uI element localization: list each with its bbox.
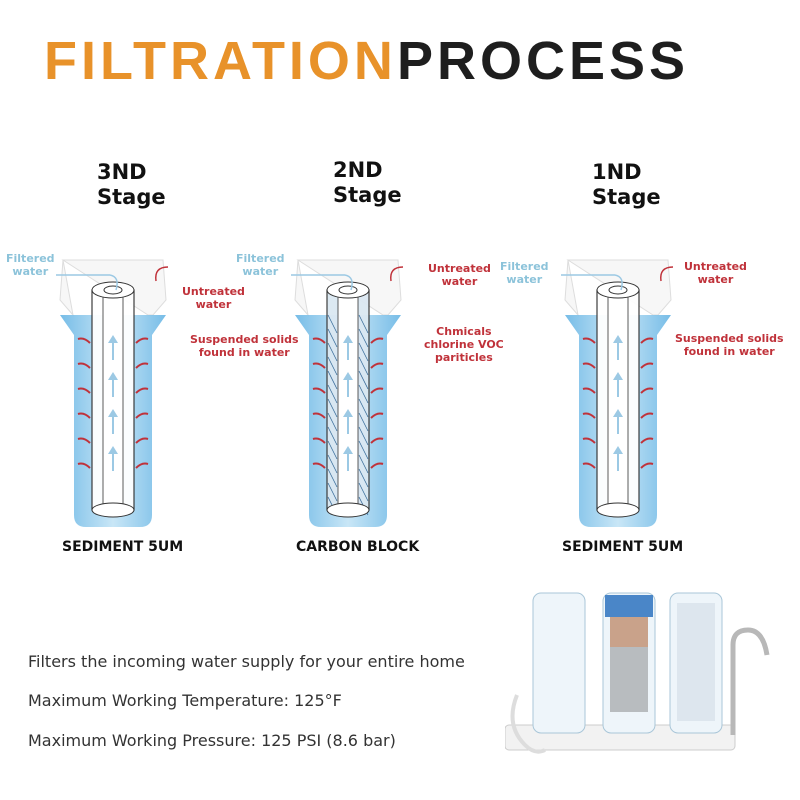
info-line-pressure: Maximum Working Pressure: 125 PSI (8.6 b… [28, 731, 396, 750]
info-line-temperature: Maximum Working Temperature: 125°F [28, 691, 342, 710]
stage-number: 1ND [592, 160, 642, 184]
chemicals-label: Chmicals chlorine VOC pariticles [424, 325, 504, 364]
product-photo-countertop-filter [505, 592, 770, 754]
filtered-water-label: Filtered water [6, 252, 55, 278]
stage-word: Stage [97, 185, 166, 209]
filter-diagram-carbon [283, 245, 413, 535]
untreated-water-label: Untreated water [684, 260, 747, 286]
filter-caption: SEDIMENT 5UM [562, 539, 684, 555]
suspended-solids-label: Suspended solids found in water [675, 332, 784, 358]
suspended-solids-label: Suspended solids found in water [190, 333, 299, 359]
title-part-process: PROCESS [396, 31, 690, 91]
stage-number: 2ND [333, 158, 383, 182]
filter-caption: CARBON BLOCK [296, 539, 420, 555]
stage-number: 3ND [97, 160, 147, 184]
page-title: FILTRATIONPROCESS [44, 30, 689, 92]
stage-word: Stage [333, 183, 402, 207]
untreated-water-label: Untreated water [182, 285, 245, 311]
filter-diagram-sediment-3 [48, 245, 178, 535]
untreated-water-label: Untreated water [428, 262, 491, 288]
filtered-water-label: Filtered water [500, 260, 549, 286]
stage-word: Stage [592, 185, 661, 209]
info-line-coverage: Filters the incoming water supply for yo… [28, 652, 465, 671]
filtered-water-label: Filtered water [236, 252, 285, 278]
filter-caption: SEDIMENT 5UM [62, 539, 184, 555]
title-part-filtration: FILTRATION [44, 31, 397, 91]
filter-diagram-sediment-1 [553, 245, 683, 535]
